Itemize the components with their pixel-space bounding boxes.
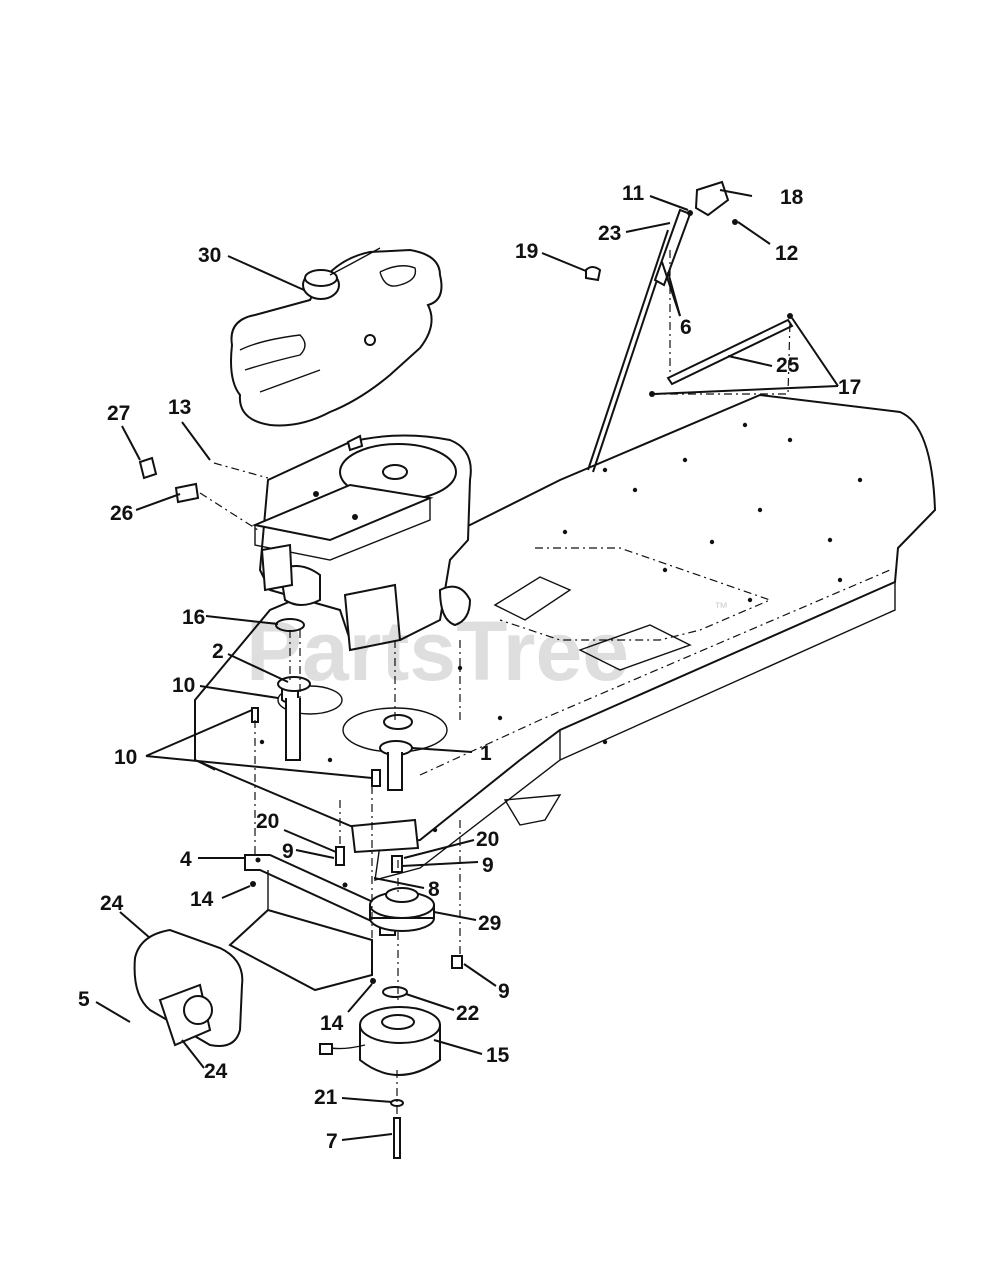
callout-8: 8 (428, 878, 440, 901)
callout-6: 6 (680, 316, 692, 339)
frame-holes (259, 422, 863, 833)
bolts (335, 846, 463, 969)
rubber-pad (350, 818, 420, 854)
clutch-bolt (393, 1117, 401, 1159)
callout-19: 19 (515, 240, 538, 263)
watermark: PartsTree (246, 604, 629, 698)
callout-22: 22 (456, 1002, 479, 1025)
callout-10: 10 (114, 746, 137, 769)
callout-10: 10 (172, 674, 195, 697)
callout-25: 24 (100, 892, 124, 915)
electric-clutch (319, 1006, 441, 1076)
callout-20: 20 (476, 828, 499, 851)
spacer-tubes (251, 618, 413, 791)
callout-26: 25 (776, 354, 800, 377)
mounting-bracket (228, 854, 396, 992)
callout-9: 9 (498, 980, 510, 1003)
callout-24: 24 (204, 1060, 228, 1083)
callout-15: 15 (486, 1044, 510, 1067)
callout-27: 26 (110, 502, 133, 525)
callout-9: 9 (282, 840, 294, 863)
callout-21: 21 (314, 1086, 338, 1109)
callout-labels: 30 19 11 18 23 12 6 25 17 27 13 26 16 2 … (78, 182, 861, 1153)
callout-11: 11 (622, 182, 645, 205)
callout-30: 30 (198, 244, 221, 267)
callout-9: 9 (482, 854, 494, 877)
assembly-lines (199, 250, 791, 1118)
callout-16: 16 (182, 606, 205, 629)
chassis-frame (194, 393, 937, 881)
callout-14: 14 (190, 888, 214, 911)
link-rod (649, 313, 794, 397)
callout-14: 14 (320, 1012, 344, 1035)
fuel-tank (230, 247, 443, 427)
callout-29: 29 (478, 912, 501, 935)
callout-17: 17 (838, 376, 861, 399)
callout-18: 18 (780, 186, 804, 209)
callout-leaders (95, 189, 839, 1141)
fuel-filter (138, 456, 158, 480)
callout-5: 5 (78, 988, 90, 1011)
washer (382, 986, 408, 998)
fitting (174, 482, 200, 504)
callout-1: 1 (480, 742, 492, 765)
belt-guard (133, 928, 244, 1047)
callout-23: 23 (598, 222, 621, 245)
callout-20: 20 (256, 810, 279, 833)
callout-28: 27 (107, 402, 130, 425)
pulley (369, 887, 435, 932)
callout-12: 12 (775, 242, 798, 265)
watermark-trademark: ™ (714, 599, 728, 615)
callout-7: 7 (326, 1130, 338, 1153)
callout-2: 2 (212, 640, 224, 663)
callout-13: 13 (168, 396, 191, 419)
engine (251, 434, 472, 652)
callout-4: 4 (180, 848, 192, 871)
